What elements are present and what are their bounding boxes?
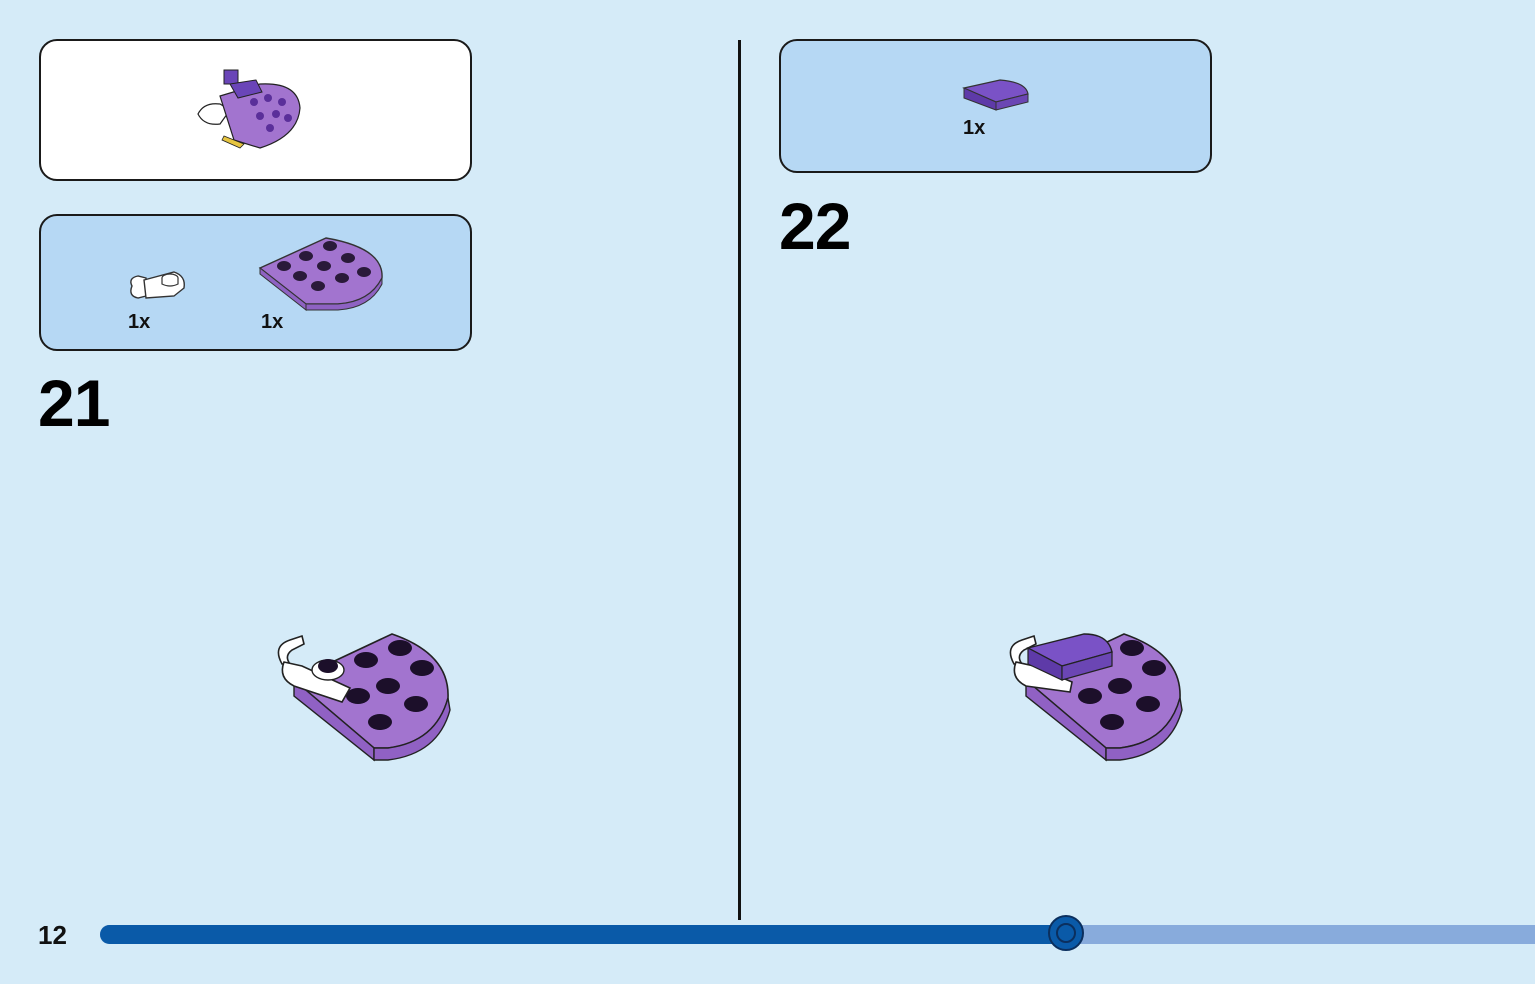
part-quantity: 1x: [963, 117, 986, 139]
progress-marker-icon: [1047, 915, 1084, 951]
purple-round-plate-icon: [258, 237, 383, 312]
page-number: 12: [38, 920, 67, 950]
step-number: 21: [38, 366, 110, 440]
assembly-illustration-step-22: [1009, 633, 1183, 762]
part-quantity: 1x: [261, 311, 284, 333]
parts-box-step-21: [39, 214, 472, 351]
spaceship-subassembly-icon: [197, 69, 301, 149]
assembly-illustration-step-21: [277, 633, 451, 762]
white-clip-plate-icon: [130, 271, 185, 299]
progress-bar: [100, 915, 1535, 951]
purple-curved-slope-icon: [962, 79, 1029, 111]
step-number: 22: [779, 189, 851, 263]
progress-fill: [100, 925, 1066, 944]
column-divider: [738, 40, 741, 920]
part-quantity: 1x: [128, 311, 151, 333]
